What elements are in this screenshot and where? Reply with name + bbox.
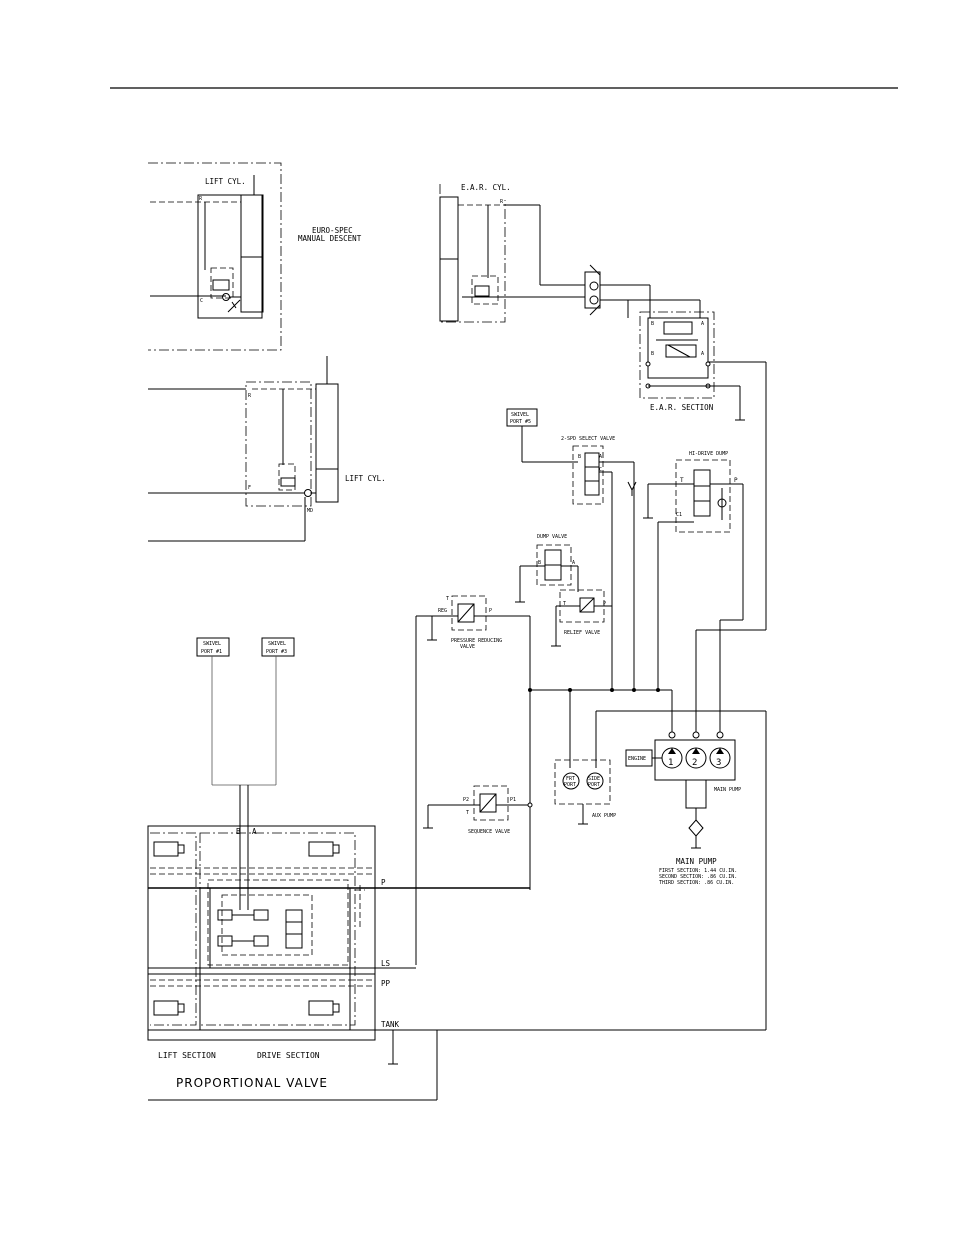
port-r-top: R [199,196,203,202]
side-port-text-2: PORT [588,782,600,788]
proportional-valve-label: PROPORTIONAL VALVE [176,1076,328,1090]
swivel-port-3-text-1: SWIVEL [268,641,286,647]
lift-cyl-mid-label: LIFT CYL. [345,474,386,483]
drive-section-label: DRIVE SECTION [257,1051,320,1060]
dump-valve-label: DUMP VALVE [537,534,567,540]
hi-drive-dump-label: HI-DRIVE DUMP [689,451,728,457]
prop-port-a: A [252,827,257,836]
frt-port-text-2: PORT [564,782,576,788]
ear-sec-a2: A [701,351,704,357]
pressure-reducing-label-2: VALVE [460,644,475,650]
third-section-spec: THIRD SECTION: .86 CU.IN. [659,880,734,886]
swivel-port-3-box [261,637,295,657]
select-port-b: B [578,454,581,460]
aux-pump-side [586,772,604,790]
lift-cylinder-top [240,194,264,313]
dump-valve-group: DUMP VALVE B A [515,534,579,603]
swivel-port-3-text-2: PORT #3 [266,649,287,655]
engine-label: ENGINE [628,756,646,762]
swivel-port-1-box [196,637,230,657]
prv-port-t: T [446,596,449,602]
euro-spec-label: EURO-SPEC [312,226,353,235]
pump-3-label: 3 [716,758,722,768]
swivel-ports-group: SWIVEL PORT #1 SWIVEL PORT #3 [196,637,295,900]
seq-port-p1: P1 [510,797,516,803]
hi-drive-dump-group: HI-DRIVE DUMP T P C1 [643,451,766,735]
side-port-text-1: SIDE [588,776,600,782]
prop-port-b: B [236,827,241,836]
port-r-mid: R [248,393,252,399]
sequence-valve-label: SEQUENCE VALVE [468,829,510,835]
lift-cylinder-mid-group: LIFT CYL. R F MD [148,356,386,542]
hi-drive-port-c1: C1 [676,512,682,518]
lift-cyl-top-label: LIFT CYL. [205,177,246,186]
ear-sec-a1: A [701,321,704,327]
swivel-port-5-text-1: SWIVEL [511,412,529,418]
dump-valve-port-a: A [572,560,575,566]
two-spd-select-label: 2-SPD SELECT VALVE [561,436,615,442]
port-f-mid: F [248,485,251,491]
two-speed-select-group: SWIVEL PORT #5 2-SPD SELECT VALVE B A C [506,408,637,688]
line-ls-label: LS [381,959,391,968]
pump-2-label: 2 [692,758,698,768]
pressure-reducing-label-1: PRESSURE REDUCING [451,638,502,644]
ear-cyl-label: E.A.R. CYL. [461,183,511,192]
main-pump-label: MAIN PUMP [714,787,741,793]
pressure-reducing-valve-group: T REG P PRESSURE REDUCING VALVE [415,595,531,965]
lift-section-label: LIFT SECTION [158,1051,216,1060]
hi-drive-port-t: T [680,477,684,484]
dump-valve-port-b: B [538,560,541,566]
line-pp-label: PP [381,979,391,988]
second-section-spec: SECOND SECTION: .86 CU.IN. [659,874,737,880]
sequence-valve-group: P2 P1 T SEQUENCE VALVE [423,785,533,835]
aux-pump-front [562,772,580,790]
hi-drive-port-p: P [734,477,738,484]
relief-valve-label: RELIEF VALVE [564,630,600,636]
seq-port-p2: P2 [463,797,469,803]
relief-port-t: T [563,601,566,607]
select-port-a: A [599,454,602,460]
pump-1-label: 1 [668,758,674,768]
ear-sec-b2: B [651,351,654,357]
prv-port-reg: REG [438,608,447,614]
pressure-bus [528,688,767,1030]
line-tank-label: TANK [381,1020,400,1029]
ear-section-group: B A B A E.A.R. SECTION [639,311,767,630]
aux-pump-group: FRT PORT SIDE PORT AUX PUMP [554,759,616,825]
seq-port-t: T [466,810,469,816]
euro-spec-manual-descent-group: LIFT CYL. EURO-SPEC MANUAL DESCENT R C [148,162,362,351]
prv-port-p: P [489,608,492,614]
main-pump-group: ENGINE 1 2 3 MAIN PUMP MAIN PUMP FIRST S… [625,731,741,886]
select-port-c: C [599,467,602,473]
ear-port-r: R [500,199,504,205]
aux-pump-label: AUX PUMP [592,813,616,819]
port-c-top: C [200,298,203,304]
ear-section-label: E.A.R. SECTION [650,403,713,412]
port-md: MD [307,508,313,514]
proportional-valve-group: B A [147,825,766,1101]
line-p-label: P [381,878,386,887]
relief-port-p: P [603,601,606,607]
lift-cylinder-mid [315,383,339,503]
relief-valve-group: T P RELIEF VALVE [551,589,612,647]
main-pump-title: MAIN PUMP [676,857,717,866]
swivel-port-5-text-2: PORT #5 [510,419,531,425]
swivel-port-1-text-2: PORT #1 [201,649,222,655]
ear-cylinder-group: E.A.R. CYL. R [439,183,701,323]
swivel-port-1-text-1: SWIVEL [203,641,221,647]
ear-sec-b1: B [651,321,654,327]
manual-descent-label: MANUAL DESCENT [298,234,362,243]
first-section-spec: FIRST SECTION: 1.44 CU.IN. [659,868,737,874]
frt-port-text-1: FRT [566,776,575,782]
